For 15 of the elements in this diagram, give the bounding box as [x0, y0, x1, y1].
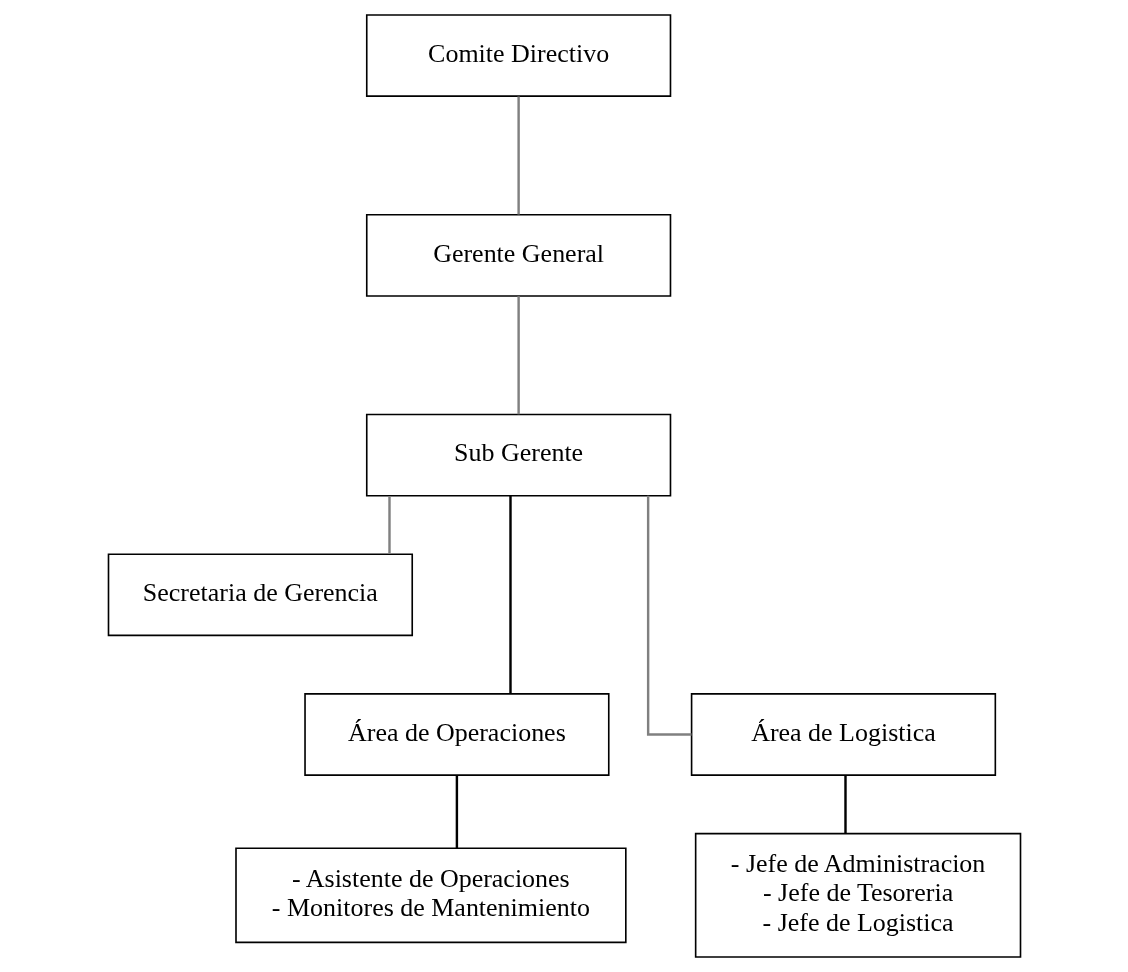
connector	[516, 296, 520, 415]
node-box: Área de Logistica	[690, 693, 996, 776]
node-box: Gerente General	[365, 213, 671, 297]
node-box: - Jefe de Administracion - Jefe de Tesoreria - Jefe de Logistica	[694, 832, 1021, 958]
connector	[843, 775, 847, 834]
node-box: Secretaria de Gerencia	[107, 553, 413, 637]
connector	[387, 496, 391, 554]
node-box: Sub Gerente	[365, 413, 671, 497]
node-box: - Asistente de Operaciones - Monitores de Mantenimiento	[234, 847, 627, 944]
connector	[516, 96, 520, 215]
node-box: Área de Operaciones	[303, 693, 610, 776]
connector	[646, 495, 691, 736]
node-box: Comite Directivo	[365, 14, 671, 97]
connector	[508, 495, 512, 694]
connector	[455, 775, 458, 849]
